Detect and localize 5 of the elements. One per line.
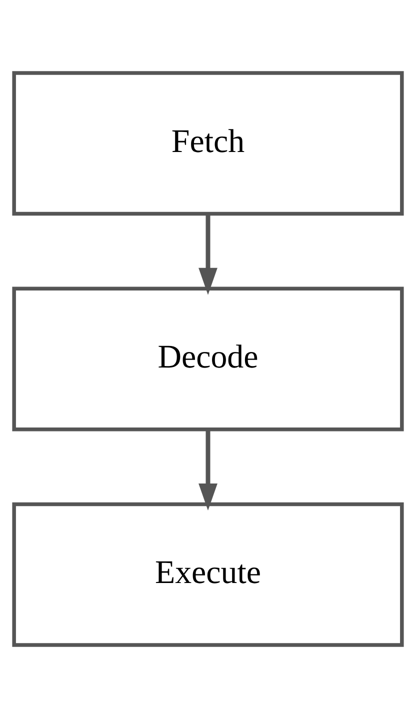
node-box: Execute [12, 502, 404, 646]
arrow [198, 213, 218, 294]
node-box: Fetch [12, 70, 404, 216]
arrow [198, 429, 218, 510]
node-box: Decode [12, 286, 404, 431]
